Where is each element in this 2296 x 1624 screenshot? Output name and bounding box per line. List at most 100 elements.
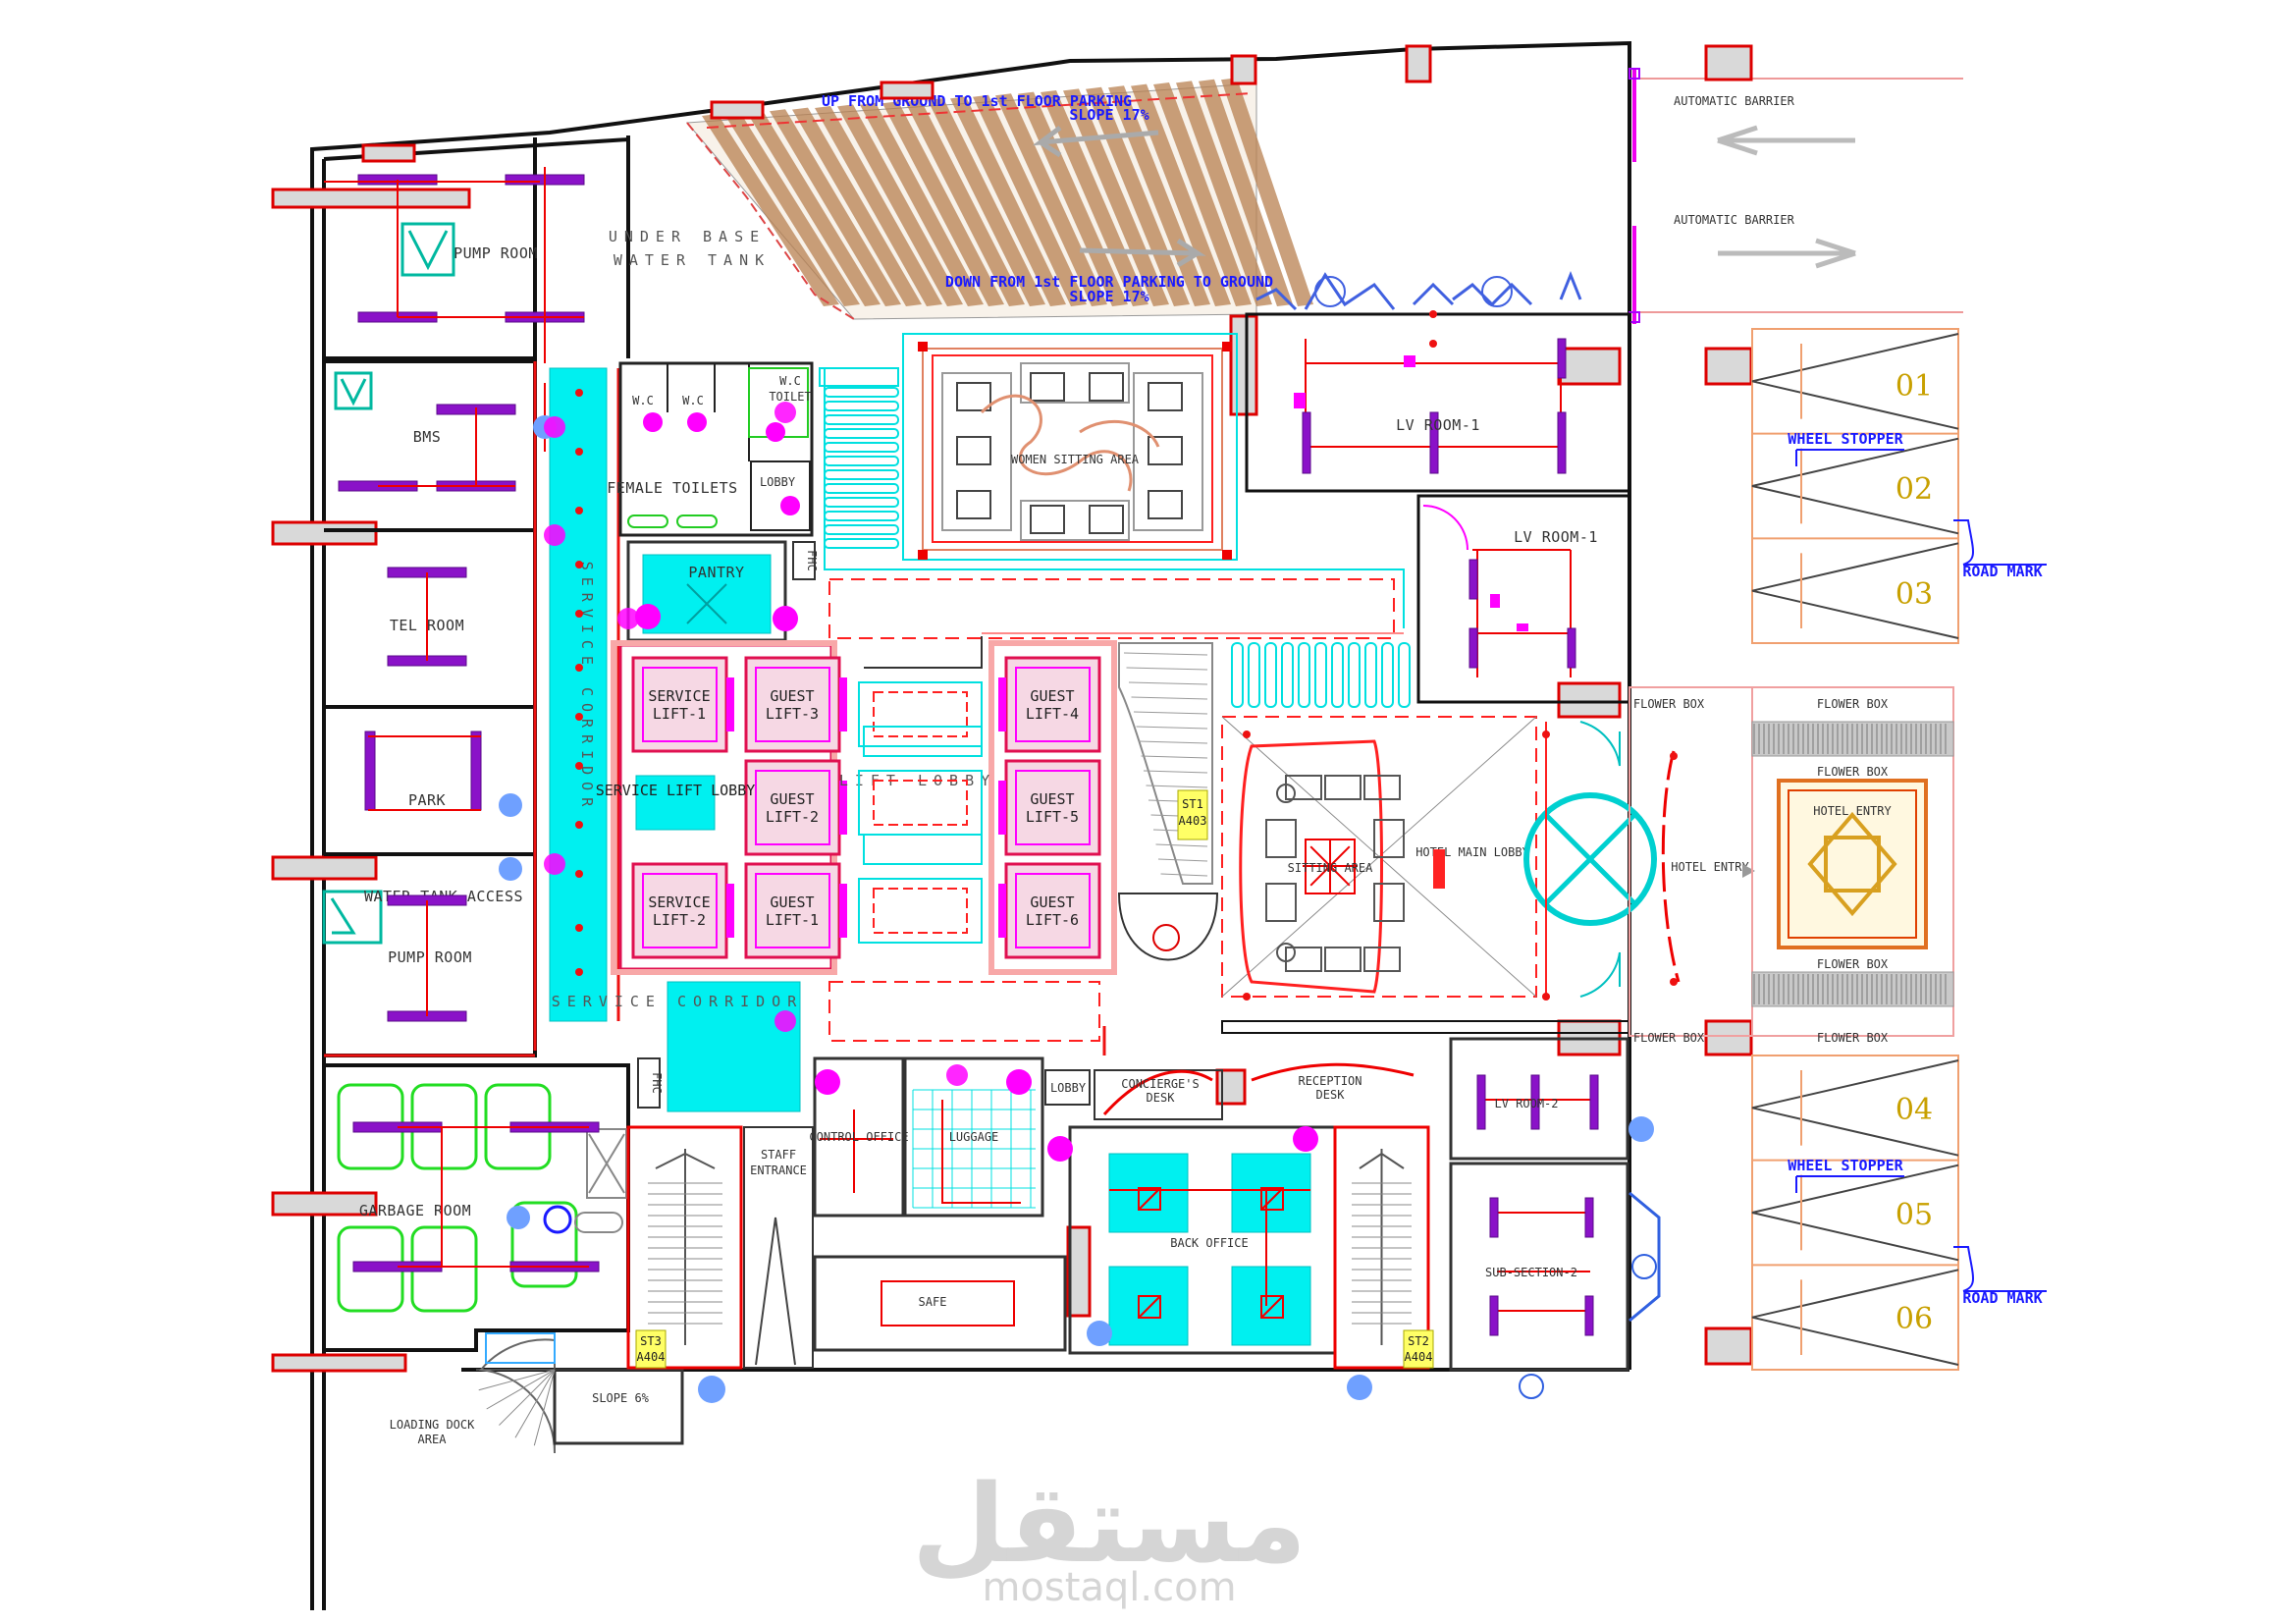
- fixture-dot: [575, 870, 583, 878]
- st1-label: ST1: [1182, 797, 1203, 811]
- bench-slat: [824, 387, 899, 398]
- ramp-slat: [1153, 82, 1252, 306]
- bms-label: BMS: [413, 428, 442, 446]
- wheel-stopper-label-1: WHEEL STOPPER: [1788, 430, 1903, 448]
- ramp-slat: [815, 106, 942, 306]
- bench-slat: [1364, 642, 1377, 708]
- stair-tread: [1128, 681, 1208, 685]
- control-office-label: CONTROL OFFICE: [809, 1130, 908, 1144]
- lift-car: [642, 873, 718, 948]
- duct-bar: [364, 731, 376, 811]
- door-icon-st3: [698, 1376, 725, 1403]
- loading-dock-label: LOADING DOCK: [390, 1418, 475, 1432]
- luggage-label: LUGGAGE: [949, 1130, 999, 1144]
- fixture-dot: [1243, 993, 1251, 1001]
- bms-panel-icon: [334, 371, 373, 410]
- lift-shaft: [1004, 862, 1101, 959]
- garbage-bin: [510, 1201, 578, 1288]
- wash-basin-icon-3: [766, 422, 785, 442]
- water-tank-label: WATER TANK: [614, 251, 771, 269]
- fixture-dot: [1542, 731, 1550, 738]
- ramp-down-label: DOWN FROM 1st FLOOR PARKING TO GROUND: [945, 273, 1273, 291]
- hotel-main-lobby: SITTING AREA HOTEL MAIN LOBBY: [1221, 716, 1657, 1034]
- lift-label-line-2: LIFT-1: [766, 911, 819, 929]
- automatic-barrier-label-1: AUTOMATIC BARRIER: [1674, 94, 1795, 108]
- bench-slat: [824, 456, 899, 466]
- watermark: مستقل mostaql.com: [912, 1461, 1307, 1610]
- bench-slat: [824, 511, 899, 521]
- lift-label-line-2: LIFT-2: [653, 911, 706, 929]
- entrance-road: AUTOMATIC BARRIER AUTOMATIC BARRIER: [1629, 68, 1963, 324]
- stair-arrow: [655, 1152, 716, 1169]
- chair: [1030, 372, 1065, 402]
- revolving-door-icon: [1523, 792, 1657, 926]
- stair-tread: [1123, 652, 1208, 656]
- stair-tread: [1141, 755, 1208, 759]
- slope-label: SLOPE 6%: [592, 1391, 650, 1405]
- st2-label: ST2: [1408, 1334, 1429, 1348]
- ramp-slat: [882, 101, 1004, 306]
- stair-tread: [1157, 858, 1208, 862]
- lift-shaft: [1004, 759, 1101, 856]
- wash-basin-icon-1: [643, 412, 663, 432]
- fixture-dot: [1670, 752, 1678, 760]
- ramp-slat: [950, 96, 1066, 307]
- flower-box-label-3: FLOWER BOX: [1817, 765, 1889, 779]
- bench-slat: [1381, 642, 1394, 708]
- lift-door: [839, 781, 847, 835]
- fixture-dot: [1243, 731, 1251, 738]
- female-toilets-label: FEMALE TOILETS: [607, 479, 737, 497]
- toilets-block: W.C W.C W.C TOILET FEMALE TOILETS LOBBY …: [607, 361, 819, 642]
- door-icon-luggage: [1006, 1069, 1032, 1095]
- ramp-up-slope: SLOPE 17%: [1069, 106, 1148, 124]
- bench-slat: [1298, 642, 1310, 708]
- automatic-barrier-label-2: AUTOMATIC BARRIER: [1674, 213, 1795, 227]
- bay-05: 05: [1896, 1198, 1933, 1232]
- loading-dock-area-label: AREA: [418, 1433, 448, 1446]
- step-line: [514, 1369, 556, 1438]
- ramp-slat: [770, 109, 901, 306]
- stair-tread: [1126, 667, 1208, 671]
- st3-label: ST3: [640, 1334, 662, 1348]
- fixture-dot: [575, 664, 583, 672]
- wheel-stopper-label-2: WHEEL STOPPER: [1788, 1157, 1903, 1174]
- lobby-bench-inner: [873, 888, 968, 934]
- road-mark-label-1: ROAD MARK: [1962, 563, 2042, 580]
- concierge-desk-label-2: DESK: [1147, 1091, 1176, 1105]
- lift-lobby-label: LIFT LOBBY: [839, 772, 996, 789]
- bench-slat: [824, 414, 899, 425]
- bench-slat: [824, 497, 899, 508]
- lift-core: SERVICELIFT-1SERVICELIFT-2GUESTLIFT-3GUE…: [596, 640, 1117, 1042]
- lift-car: [755, 667, 830, 742]
- fixture-dot: [1542, 993, 1550, 1001]
- bay-mark: [1751, 542, 1959, 639]
- fixture-dot: [575, 924, 583, 932]
- chair: [1148, 436, 1183, 465]
- sofa-seat: [1324, 775, 1362, 800]
- ornament-icon: [980, 394, 1133, 492]
- park-label: PARK: [408, 791, 446, 809]
- bay-mark: [1751, 1059, 1959, 1157]
- under-base-label: UNDER BASE: [609, 228, 766, 245]
- stair-tread: [1131, 696, 1208, 700]
- bay-mark: [1751, 1269, 1959, 1366]
- pump-icon: [400, 222, 455, 277]
- fixture-dot: [1429, 310, 1437, 318]
- pump-icon-2: [322, 890, 383, 945]
- pantry-label: PANTRY: [688, 564, 744, 581]
- lift-door: [839, 884, 847, 938]
- bench-slat: [824, 469, 899, 480]
- door-icon-backoffice: [1047, 1136, 1073, 1162]
- lift-shaft: [631, 656, 728, 753]
- lift-label-line-2: LIFT-2: [766, 808, 819, 826]
- fixture-dot: [575, 968, 583, 976]
- st1-ref-label: A403: [1179, 814, 1207, 828]
- tree-planters: [1255, 270, 1582, 311]
- fixture-dot: [575, 448, 583, 456]
- watermark-arabic: مستقل: [912, 1461, 1307, 1587]
- concierge-desk-label-1: CONCIERGE'S: [1121, 1077, 1199, 1091]
- service-lift-lobby-label: SERVICE LIFT LOBBY: [596, 782, 756, 799]
- lv-room-1-label: LV ROOM-1: [1396, 416, 1480, 434]
- hotel-entry: HOTEL ENTRY HOTEL ENTRY FLOWER BOX FLOWE…: [1629, 686, 1954, 1045]
